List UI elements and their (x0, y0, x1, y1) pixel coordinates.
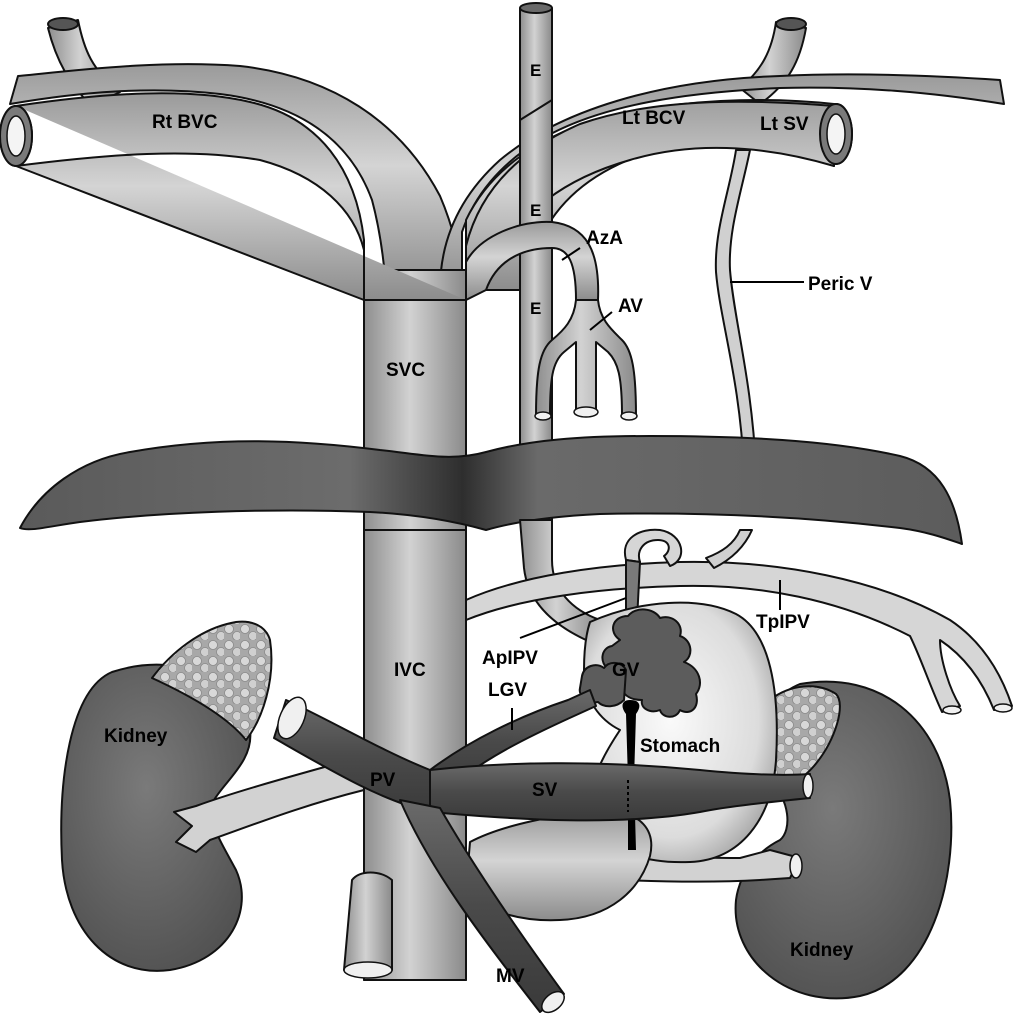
av-leader (589, 311, 613, 331)
esophagus-top-opening (519, 2, 553, 14)
label-tplpv: TpIPV (756, 612, 810, 633)
rt-upper-branch-opening (47, 17, 79, 31)
portal-vein-opening (277, 696, 307, 740)
av-opening-right (620, 411, 638, 421)
mv-opening (541, 990, 565, 1014)
label-av: AV (618, 296, 643, 317)
label-lgv: LGV (488, 680, 527, 701)
av-opening-mid (573, 406, 599, 418)
lt-sv-end-lumen (826, 113, 846, 155)
label-aplpv: ApIPV (482, 648, 538, 669)
sv-opening (802, 773, 814, 799)
label-esophagus-3: E (530, 299, 541, 318)
label-kidney-left: Kidney (104, 726, 168, 747)
aplpv-vein (623, 528, 683, 567)
diaphragm (19, 435, 963, 545)
brachiocephalic-y (15, 92, 835, 301)
tplpv-opening-2 (993, 703, 1013, 713)
label-kidney-right: Kidney (790, 940, 854, 961)
label-esophagus-2: E (530, 201, 541, 220)
label-gv: GV (612, 660, 640, 681)
label-mv: MV (496, 966, 525, 987)
label-sv: SV (532, 780, 558, 801)
label-aza: AzA (586, 228, 623, 249)
label-rt-bvc: Rt BVC (152, 112, 218, 133)
label-esophagus-1: E (530, 61, 541, 80)
lower-left-vein (343, 871, 393, 971)
tplpv-opening-1 (942, 705, 962, 715)
label-stomach: Stomach (640, 736, 720, 757)
pericardiophrenic-vein (714, 149, 757, 471)
left-renal-vein (173, 755, 365, 853)
lt-upper-branch-vein (739, 21, 807, 105)
label-ivc: IVC (394, 660, 426, 681)
right-renal-vein-opening (789, 853, 803, 879)
lt-upper-branch-opening (775, 17, 807, 31)
av-opening-left (534, 411, 552, 421)
aplpv-leader (519, 597, 627, 639)
lower-left-vein-opening (343, 961, 393, 979)
rt-bvc-end-lumen (6, 115, 26, 157)
label-peric-v: Peric V (808, 274, 873, 295)
label-lt-bcv: Lt BCV (622, 108, 686, 129)
label-svc: SVC (386, 360, 425, 381)
pericardiophrenic-vein-lower (705, 529, 753, 569)
label-pv: PV (370, 770, 396, 791)
label-lt-sv: Lt SV (760, 114, 809, 135)
aza-leader (561, 247, 581, 261)
adrenal-left (151, 620, 273, 741)
